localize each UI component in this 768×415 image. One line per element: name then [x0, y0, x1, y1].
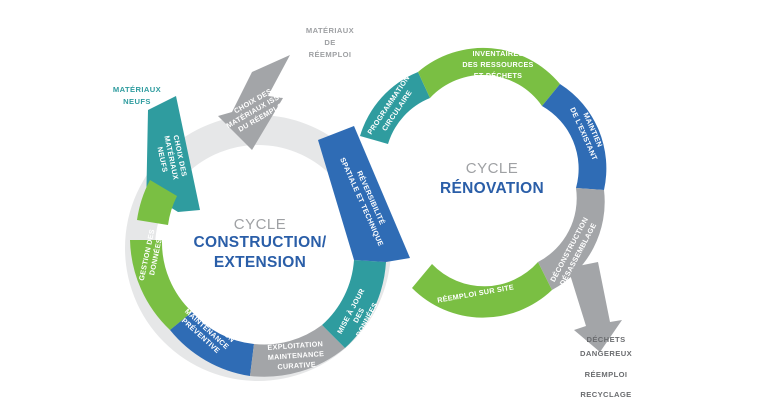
segment-mise-a-jour-shape [322, 260, 386, 348]
construction-title-line2: CONSTRUCTION/ [193, 234, 326, 251]
segment-curative-shape [250, 325, 345, 377]
reemploi-input-label-3: RÉEMPLOI [309, 50, 352, 59]
label-inventaires-3: ET DÉCHETS [474, 71, 523, 80]
output-label-2: DANGEREUX [580, 349, 632, 358]
neufs-input-label-1: MATÉRIAUX [113, 85, 161, 94]
output-label-1: DÉCHETS [586, 335, 625, 344]
segment-deconstruction-shape [538, 188, 605, 290]
segment-reversibilite-shape [318, 126, 410, 262]
label-curative-3: CURATIVE [277, 360, 316, 372]
segment-reemploi-site-shape [412, 262, 552, 318]
output-label-3: RÉEMPLOI [585, 370, 628, 379]
renovation-title-line2: RÉNOVATION [440, 180, 544, 197]
reemploi-input-arrow [218, 55, 290, 150]
segment-inventaires-shape [418, 47, 560, 106]
label-inventaires: INVENTAIRES DES RESSOURCES ET DÉCHETS [462, 49, 533, 80]
segment-programmation-shape [360, 72, 430, 144]
reemploi-input-label-2: DE [324, 38, 335, 47]
construction-title-line3: EXTENSION [214, 254, 306, 271]
output-label-4: RECYCLAGE [580, 390, 631, 399]
segment-gestion-shape [137, 180, 177, 225]
segment-gestion-lower-shape [130, 240, 192, 330]
neufs-input-arrow [146, 96, 200, 212]
segment-preventive-shape [170, 312, 254, 376]
label-curative-1: EXPLOITATION [267, 339, 323, 352]
label-inventaires-1: INVENTAIRES [472, 49, 523, 58]
segment-maintien-shape [542, 84, 607, 190]
label-curative-2: MAINTENANCE [268, 349, 325, 362]
label-curative: EXPLOITATION MAINTENANCE CURATIVE [267, 339, 325, 372]
output-arrow [568, 262, 622, 352]
neufs-input-label-2: NEUFS [123, 97, 151, 106]
reemploi-input-label-1: MATÉRIAUX [306, 26, 354, 35]
label-inventaires-2: DES RESSOURCES [462, 60, 533, 69]
construction-title-line1: CYCLE [234, 216, 287, 233]
renovation-title-line1: CYCLE [466, 160, 519, 177]
